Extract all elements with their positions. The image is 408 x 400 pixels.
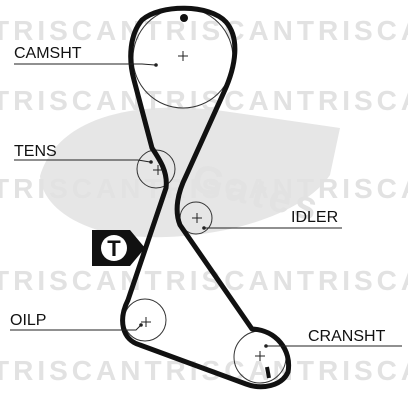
watermark-row-2: TRISCANTRISCANTRISCANTRISCAN — [0, 85, 408, 116]
oil-pump-leader — [10, 324, 142, 331]
oil-pump-centre-plus-icon — [141, 317, 151, 327]
label-idler: IDLER — [291, 209, 338, 226]
watermark: Gates TRISCANTRISCANTRISCANTRISCAN TRISC… — [0, 15, 408, 386]
centre-marks — [141, 51, 265, 361]
oil-pump-leader-dot — [139, 323, 143, 327]
label-camshaft: CAMSHT — [14, 45, 82, 62]
watermark-row-1: TRISCANTRISCANTRISCANTRISCAN — [0, 15, 408, 46]
camshaft-leader-dot — [154, 63, 158, 67]
label-tensioner: TENS — [14, 143, 57, 160]
tensioner-leader-dot — [149, 160, 153, 164]
label-oil-pump: OILP — [10, 312, 46, 329]
oil-pump-pulley — [123, 298, 167, 342]
tensioner-marker-t-circle-icon — [101, 235, 127, 261]
leader-lines — [10, 63, 402, 347]
tensioner-centre-plus-icon — [153, 165, 163, 175]
watermark-row-3: TRISCANTRISCANTRISCANTRISCAN — [0, 173, 408, 204]
camshaft-timing-mark-dot-icon — [180, 14, 188, 22]
camshaft-centre-plus-icon — [178, 51, 188, 61]
watermark-row-4: TRISCANTRISCANTRISCANTRISCAN — [0, 265, 408, 296]
label-crankshaft: CRANSHT — [308, 328, 386, 345]
crankshaft-leader-dot — [264, 344, 268, 348]
idler-centre-plus-icon — [192, 213, 202, 223]
idler-leader-dot — [202, 226, 206, 230]
crankshaft-timing-mark-icon — [265, 366, 271, 379]
tensioner-marker: T — [92, 230, 145, 266]
tensioner-leader — [14, 159, 151, 163]
camshaft-leader — [14, 63, 156, 66]
crankshaft-centre-plus-icon — [255, 351, 265, 361]
timing-belt — [120, 5, 292, 390]
tensioner-marker-letter: T — [107, 236, 121, 261]
